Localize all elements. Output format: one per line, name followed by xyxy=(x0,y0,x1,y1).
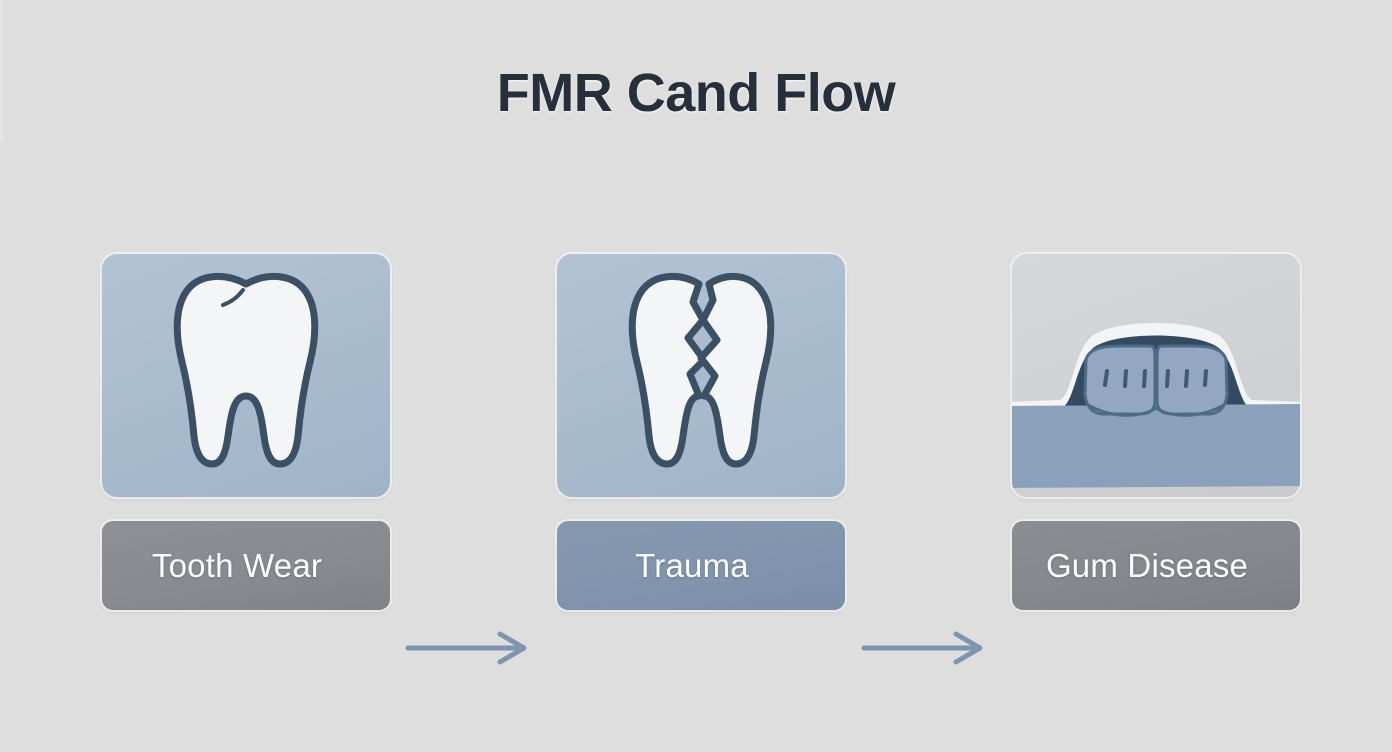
flow-step-trauma[interactable]: Trauma xyxy=(557,254,845,610)
connector-1 xyxy=(404,626,536,670)
flow-step-gum-disease[interactable]: Gum Disease xyxy=(1012,254,1300,610)
page-title: FMR Cand Flow xyxy=(496,63,896,123)
arrow-right-icon xyxy=(405,631,527,665)
flow-row: Tooth Wear Trauma xyxy=(0,254,1392,665)
gum-line-icon xyxy=(1012,323,1300,488)
gum-disease-label: Gum Disease xyxy=(1045,546,1249,584)
tooth-wear-label-bar[interactable]: Tooth Wear xyxy=(102,521,390,610)
trauma-panel[interactable] xyxy=(557,254,845,497)
tooth-icon xyxy=(173,272,319,468)
trauma-label: Trauma xyxy=(635,546,749,584)
tooth-wear-panel[interactable] xyxy=(102,254,390,497)
tooth-wear-label: Tooth Wear xyxy=(151,546,323,584)
cracked-tooth-icon xyxy=(628,272,775,468)
gum-disease-label-bar[interactable]: Gum Disease xyxy=(1012,521,1300,610)
gum-disease-panel[interactable] xyxy=(1012,254,1300,497)
arrow-right-icon xyxy=(861,631,983,665)
trauma-label-bar[interactable]: Trauma xyxy=(557,521,845,610)
flow-step-tooth-wear[interactable]: Tooth Wear xyxy=(102,254,390,610)
connector-2 xyxy=(860,626,992,670)
